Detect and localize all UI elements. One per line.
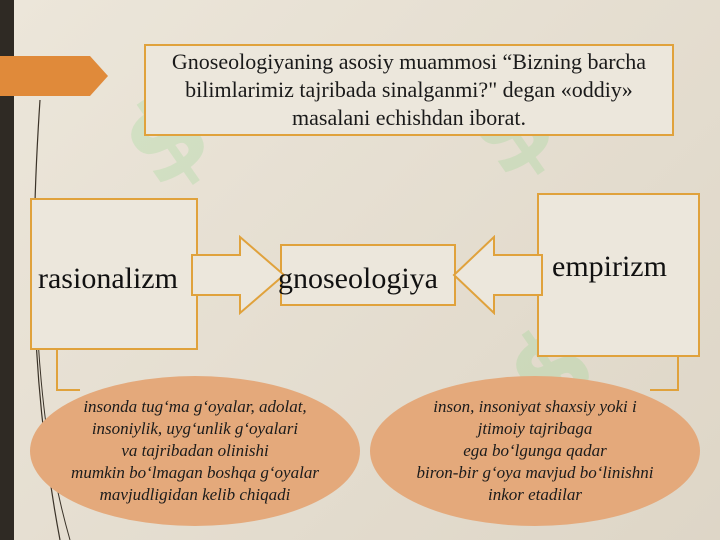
right-arrow [191, 235, 286, 315]
rasionalizm-box [30, 198, 198, 350]
left-arrow [452, 235, 543, 315]
empirizm-description-text: inson, insoniyat shaxsiy yoki i jtimoiy … [416, 397, 654, 504]
title-box: Gnoseologiyaning asosiy muammosi “Biznin… [144, 44, 674, 136]
empirizm-label: empirizm [552, 250, 667, 283]
rasionalizm-description: insonda tug‘ma g‘oyalar, adolat, insoniy… [30, 376, 360, 526]
accent-arrow-tab [0, 56, 108, 96]
left-edge-bar [0, 0, 14, 540]
rasionalizm-description-text: insonda tug‘ma g‘oyalar, adolat, insoniy… [71, 397, 319, 504]
empirizm-description: inson, insoniyat shaxsiy yoki i jtimoiy … [370, 376, 700, 526]
gnoseologiya-label: gnoseologiya [278, 262, 438, 295]
rasionalizm-label: rasionalizm [38, 262, 178, 295]
empirizm-box [537, 193, 700, 357]
title-text: Gnoseologiyaning asosiy muammosi “Biznin… [171, 49, 647, 130]
